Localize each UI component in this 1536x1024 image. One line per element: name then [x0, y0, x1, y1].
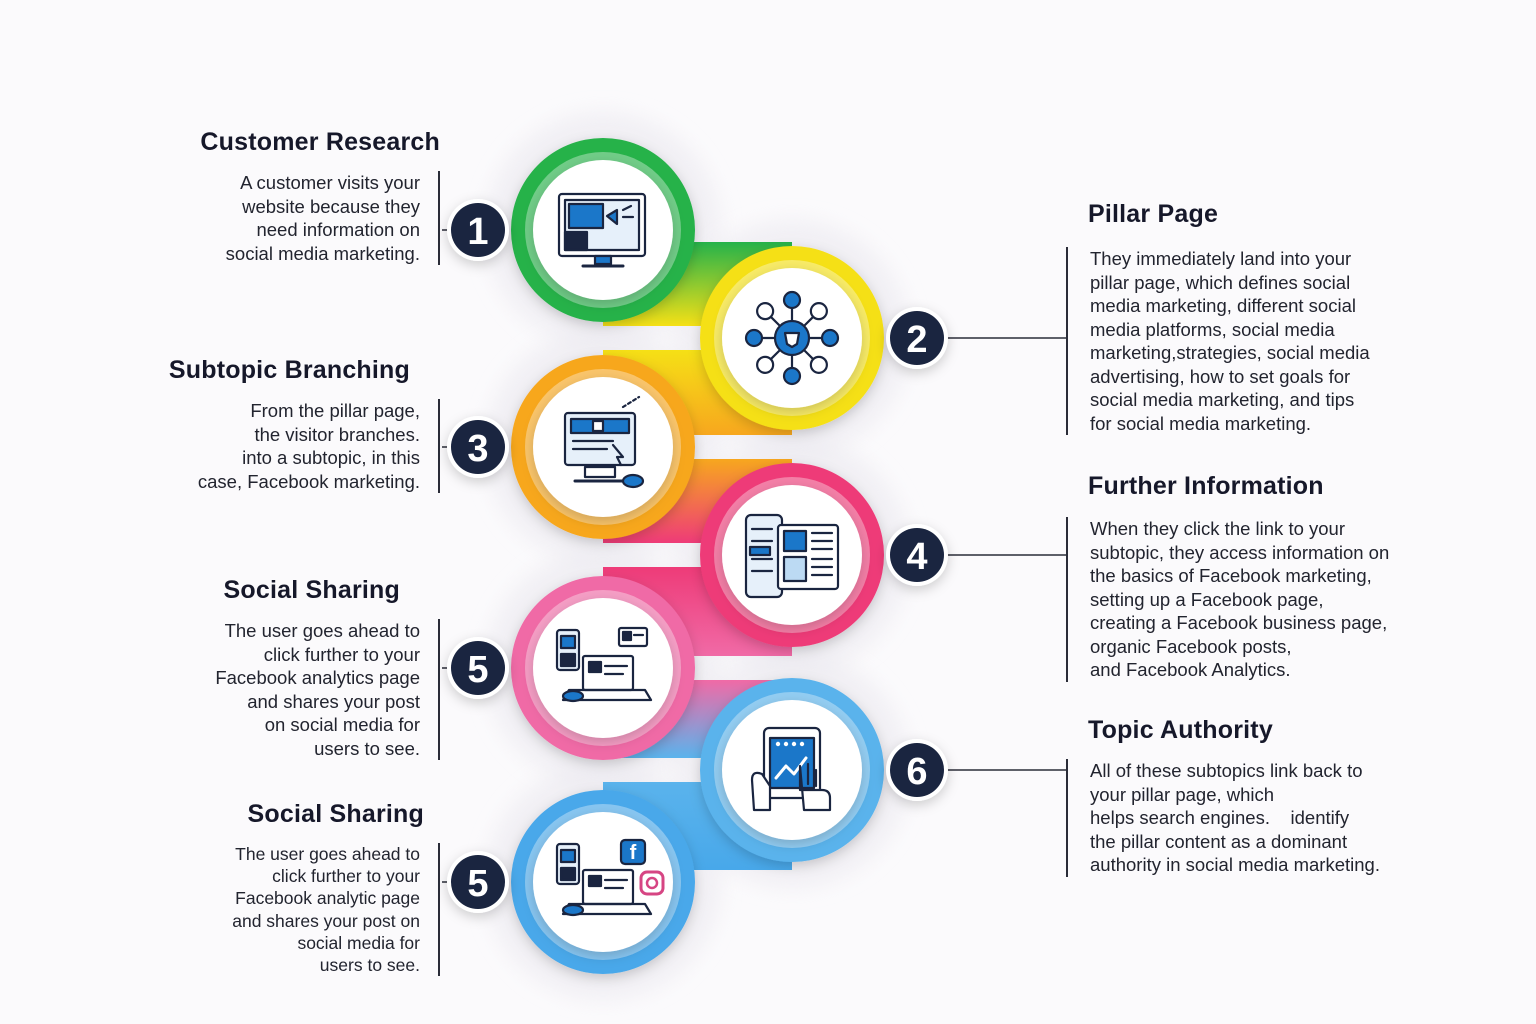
step-2-number-badge: 2: [886, 307, 948, 369]
step-2-title: Pillar Page: [1088, 200, 1219, 228]
step-4-number: 4: [906, 536, 927, 578]
step-5-number-badge: 5: [447, 637, 509, 699]
step-1-number: 1: [467, 211, 488, 253]
step-7-title: Social Sharing: [247, 800, 424, 828]
step-3-title: Subtopic Branching: [168, 356, 410, 384]
step-4-description: When they click the link to your subtopi…: [1066, 517, 1436, 682]
step-7-number: 5: [467, 863, 488, 905]
step-2-node: [700, 246, 884, 430]
step-1-description: A customer visits your website because t…: [226, 171, 440, 265]
step-5-description: The user goes ahead to click further to …: [215, 619, 440, 760]
step-4-text: Further Information When they click the …: [1066, 472, 1436, 682]
step-6-node: [700, 678, 884, 862]
step-6-title: Topic Authority: [1088, 716, 1273, 744]
step-3-number-badge: 3: [447, 416, 509, 478]
laptop-sharing-icon: [555, 626, 653, 703]
step-6-description: All of these subtopics link back to your…: [1066, 759, 1436, 877]
step-1-node: [511, 138, 695, 322]
step-1-number-badge: 1: [447, 199, 509, 261]
step-1-title: Customer Research: [200, 128, 440, 156]
step-6-number: 6: [906, 751, 927, 793]
step-3-text: Subtopic Branching From the pillar page,…: [150, 356, 440, 493]
step-4-title: Further Information: [1088, 472, 1324, 500]
step-5-text: Social Sharing The user goes ahead to cl…: [150, 576, 440, 760]
network-hub-icon: [744, 290, 840, 386]
step-2-number: 2: [906, 319, 927, 361]
step-3-node: [511, 355, 695, 539]
step-4-node: [700, 463, 884, 647]
computer-monitor-icon: [557, 192, 647, 268]
laptop-social-apps-icon: f: [555, 838, 665, 917]
mobile-documents-icon: [744, 513, 840, 599]
step-3-description: From the pillar page, the visitor branch…: [198, 399, 440, 493]
step-1-text: Customer Research A customer visits your…: [150, 128, 440, 265]
step-2-text: Pillar Page They immediately land into y…: [1066, 200, 1426, 435]
step-7-text: Social Sharing The user goes ahead to cl…: [150, 800, 440, 977]
tablet-touch-icon: [750, 726, 832, 812]
svg-text:f: f: [630, 842, 637, 864]
step-4-number-badge: 4: [886, 524, 948, 586]
step-6-number-badge: 6: [886, 739, 948, 801]
step-2-description: They immediately land into your pillar p…: [1066, 247, 1426, 435]
step-7-number-badge: 5: [447, 851, 509, 913]
facebook-computer-icon: [563, 395, 645, 489]
step-3-number: 3: [467, 428, 488, 470]
step-7-node: f: [511, 790, 695, 974]
step-5-title: Social Sharing: [223, 576, 400, 604]
step-6-text: Topic Authority All of these subtopics l…: [1066, 716, 1436, 877]
step-7-description: The user goes ahead to click further to …: [232, 843, 440, 977]
step-5-node: [511, 576, 695, 760]
step-5-number: 5: [467, 649, 488, 691]
